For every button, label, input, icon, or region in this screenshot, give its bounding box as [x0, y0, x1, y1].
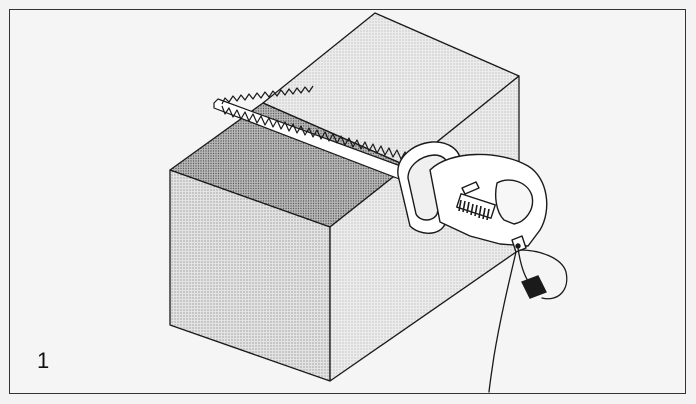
cord-plug [521, 275, 547, 299]
figure-number: 1 [37, 348, 50, 373]
rear-handle-opening [495, 179, 534, 225]
power-cord [488, 247, 568, 393]
hedge-trimmer [397, 141, 548, 253]
